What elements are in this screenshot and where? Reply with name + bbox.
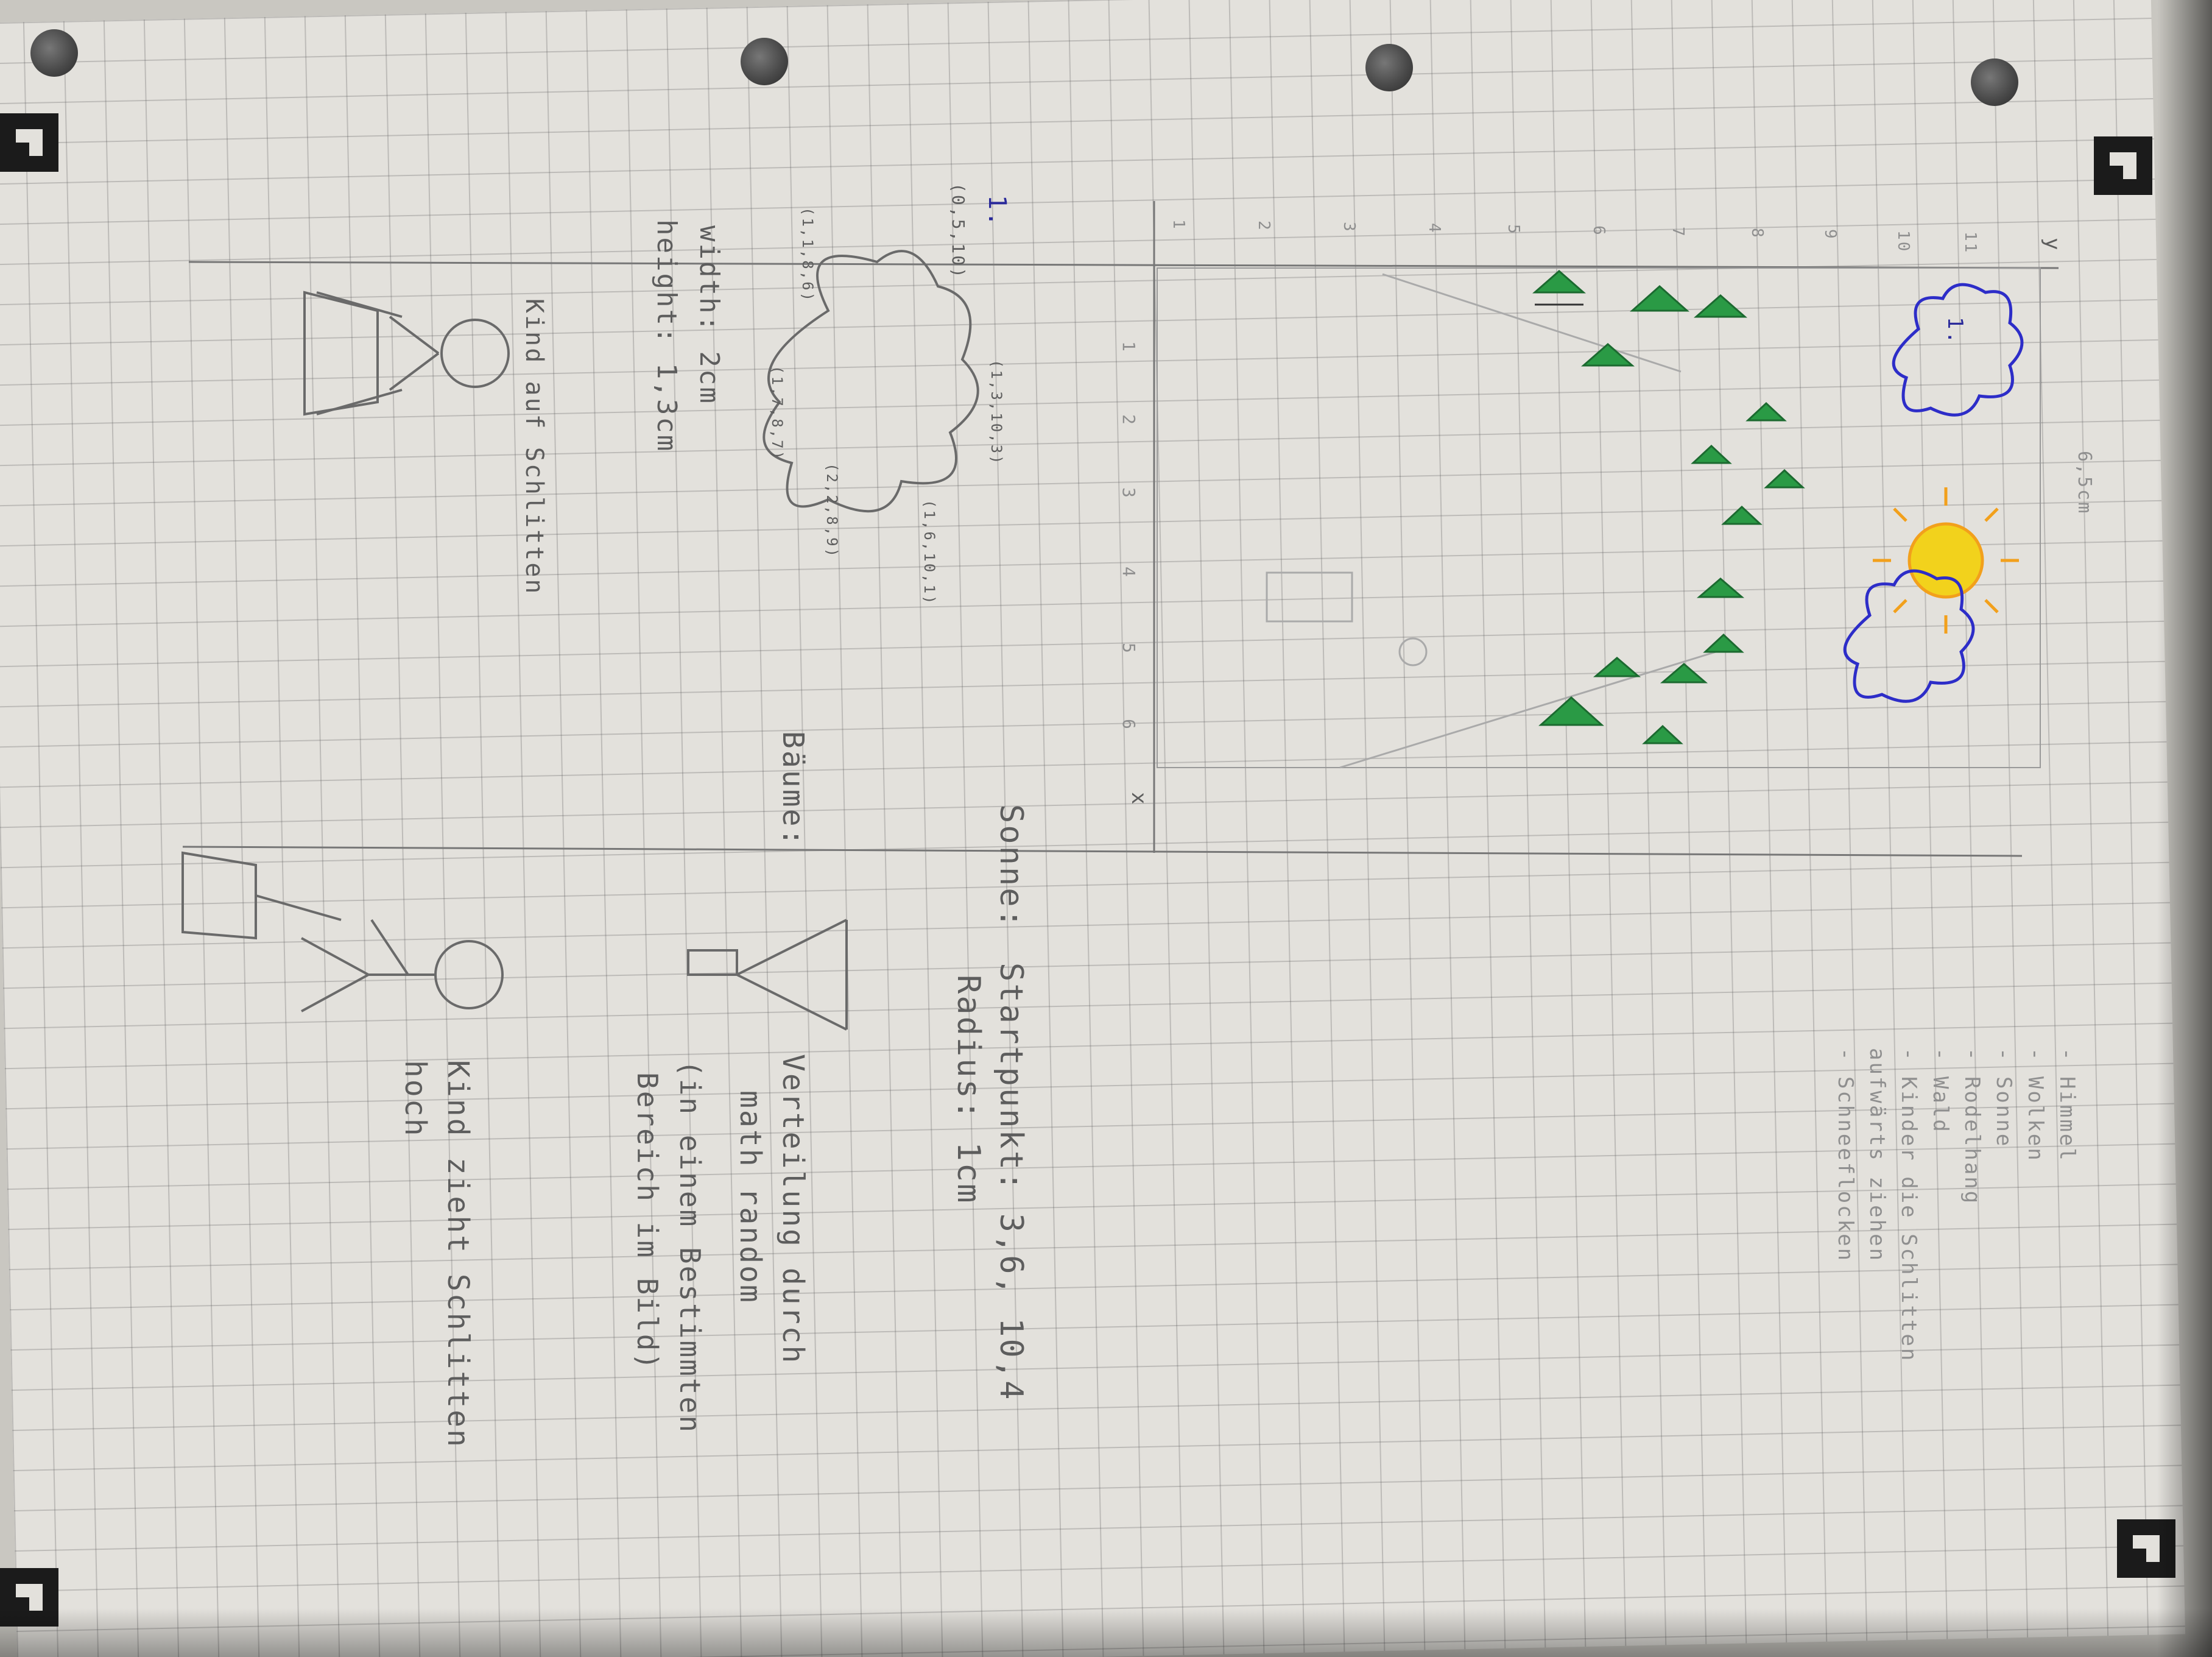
tree <box>1593 657 1641 677</box>
sun-note-title: Sonne: <box>993 804 1029 930</box>
coord-label: (1,1,8,6) <box>799 207 816 303</box>
punch-hole <box>741 38 788 85</box>
coord-label: (0,5,10) <box>948 183 968 280</box>
sun-note-start: Startpunkt: 3,6, 10,4 <box>993 963 1029 1402</box>
checklist-item: - Wolken <box>2023 1048 2048 1162</box>
tree <box>1691 444 1732 464</box>
x-tick: 2 <box>1119 414 1139 426</box>
y-tick: 3 <box>1340 222 1358 233</box>
tree <box>1694 294 1747 318</box>
cloud-height: height: 1,3cm <box>651 219 682 453</box>
sun <box>1873 487 2019 634</box>
checklist-item: - Schneeflocken <box>1833 1048 1858 1263</box>
tree <box>1703 633 1744 653</box>
cloud-sketch <box>763 250 979 513</box>
punch-hole <box>1971 58 2018 106</box>
checklist: - Himmel - Wolken - Sonne - Rodelhang - … <box>1830 1048 2083 1362</box>
y-tick: 8 <box>1748 228 1766 239</box>
x-tick: 6 <box>1119 719 1139 731</box>
section-number: 1. <box>983 195 1011 228</box>
edge-shadow <box>0 1608 2212 1657</box>
tree <box>1696 578 1745 598</box>
coord-label: (1,7,8,7) <box>769 366 786 462</box>
checklist-item: - Himmel <box>2055 1048 2079 1162</box>
child-on-sled-label: Kind auf Schlitten <box>520 299 548 596</box>
cloud <box>1892 283 2024 417</box>
tree <box>1581 343 1635 367</box>
tree-template-sketch <box>687 919 848 1031</box>
y-tick: 2 <box>1255 221 1273 232</box>
child-pulling-sled-sketch <box>181 851 504 1012</box>
y-tick: 9 <box>1821 229 1839 241</box>
trees-note-title: Bäume: <box>776 731 810 848</box>
x-tick: 3 <box>1119 487 1139 500</box>
checklist-item: aufwärts ziehen <box>1865 1048 1889 1263</box>
dimension-label: 6,5cm <box>2074 451 2095 515</box>
corner-marker <box>2094 136 2152 195</box>
x-tick: 5 <box>1119 643 1139 655</box>
tree <box>1630 284 1689 312</box>
trees-note-line: Verteilung durch <box>776 1054 810 1365</box>
y-tick: 11 <box>1961 231 1979 255</box>
tree <box>1642 724 1683 744</box>
tree <box>1745 401 1787 422</box>
sun-note-radius: Radius: 1cm <box>950 975 987 1205</box>
cloud-width: width: 2cm <box>694 225 725 405</box>
tree <box>1660 663 1708 684</box>
corner-marker <box>0 1568 58 1627</box>
y-tick: 10 <box>1894 230 1912 253</box>
child-on-sled-sketch <box>303 291 510 416</box>
checklist-item: - Wald <box>1928 1048 1953 1134</box>
punch-hole <box>1365 44 1413 91</box>
cloud <box>1843 569 1975 703</box>
corner-marker <box>0 113 58 172</box>
trees-note-line: (in einem Bestimmten <box>674 1060 706 1434</box>
child-pulling-label: hoch <box>398 1060 432 1138</box>
trees-note-line: Bereich im Bild) <box>631 1072 664 1372</box>
tree <box>1532 270 1586 306</box>
coord-label: (1,6,10,1) <box>921 500 938 606</box>
tree <box>1764 468 1805 489</box>
tree <box>1538 696 1604 726</box>
checklist-item: - Rodelhang <box>1960 1048 1984 1206</box>
tree <box>1721 505 1763 525</box>
coord-label: (2,2,8,9) <box>823 463 840 559</box>
checklist-item: - Sonne <box>1992 1048 2016 1148</box>
child-pulling-label: Kind zieht Schlitten <box>441 1060 475 1449</box>
x-tick: 4 <box>1119 567 1139 579</box>
y-tick: 4 <box>1425 223 1443 235</box>
x-axis-label: x <box>1127 792 1151 807</box>
y-tick: 1 <box>1169 219 1188 231</box>
x-tick: 1 <box>1119 341 1139 353</box>
trees <box>1532 270 1805 744</box>
y-tick: 5 <box>1504 224 1523 236</box>
edge-shadow <box>2157 0 2212 1657</box>
y-axis-label: y <box>2040 238 2065 252</box>
punch-hole <box>30 29 78 77</box>
y-tick: 7 <box>1669 227 1687 238</box>
y-tick: 6 <box>1590 225 1608 237</box>
cloud-label: 1. <box>1943 317 1967 345</box>
coord-label: (1,3,10,3) <box>988 359 1005 466</box>
checklist-item: - Kinder die Schlitten <box>1897 1048 1921 1363</box>
trees-note-line: math random <box>733 1090 767 1304</box>
